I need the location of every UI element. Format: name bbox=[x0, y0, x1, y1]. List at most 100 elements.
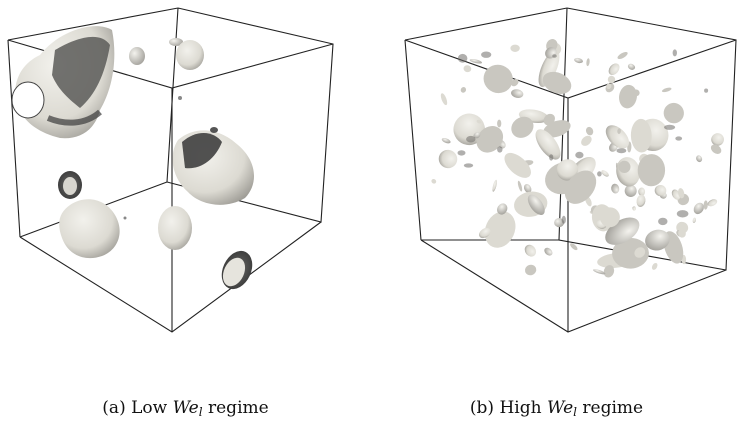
droplet-center-lower bbox=[158, 206, 192, 250]
droplet-cloud bbox=[431, 39, 724, 278]
droplet-render-low bbox=[7, 7, 334, 333]
panel-low-we: (a) Low Wel regime bbox=[7, 7, 334, 419]
droplet-shadow bbox=[676, 210, 689, 218]
droplet-shadow bbox=[497, 146, 503, 153]
droplet-small bbox=[603, 265, 615, 278]
droplet-medium bbox=[663, 102, 684, 124]
droplet-small bbox=[517, 180, 523, 192]
droplet-small bbox=[544, 247, 553, 256]
droplet-medium bbox=[630, 118, 652, 153]
caption-variable: Wel bbox=[546, 398, 577, 419]
droplet-small bbox=[624, 184, 637, 197]
droplet-shadow bbox=[597, 171, 602, 177]
droplet-small bbox=[678, 188, 685, 199]
droplet-small bbox=[523, 184, 532, 193]
droplet-medium bbox=[564, 170, 597, 204]
caption-variable: Wel bbox=[172, 398, 203, 419]
droplet-small bbox=[634, 247, 646, 258]
droplet-small bbox=[607, 75, 616, 84]
droplet-small bbox=[711, 133, 724, 146]
droplet-medium bbox=[612, 237, 649, 269]
droplet-small bbox=[632, 206, 636, 211]
droplet-small bbox=[638, 187, 646, 196]
droplet-small bbox=[129, 47, 145, 65]
caption-suffix: regime bbox=[582, 398, 644, 418]
droplet-small bbox=[592, 269, 606, 275]
droplet-small bbox=[636, 194, 646, 207]
caption-label: (b) bbox=[469, 398, 495, 418]
droplet-medium bbox=[637, 154, 666, 187]
droplet-small bbox=[554, 217, 565, 228]
droplet-medium bbox=[476, 126, 504, 153]
droplet-small bbox=[574, 57, 583, 64]
droplet-small bbox=[511, 78, 519, 87]
droplet-small bbox=[479, 227, 491, 239]
droplet-shadow bbox=[658, 217, 668, 226]
droplet-tiny bbox=[178, 96, 182, 100]
droplet-small bbox=[692, 217, 696, 223]
droplet-medium bbox=[619, 84, 637, 109]
droplet-medium bbox=[176, 40, 204, 70]
caption-suffix: regime bbox=[208, 398, 269, 418]
droplet-small bbox=[440, 93, 448, 106]
droplet-small bbox=[617, 51, 628, 60]
droplet-small bbox=[703, 200, 708, 210]
droplet-small bbox=[693, 202, 704, 215]
droplet-shadow bbox=[549, 154, 554, 161]
droplet-medium bbox=[511, 116, 534, 138]
caption-prefix: Low bbox=[131, 398, 168, 418]
droplet-shadow bbox=[457, 53, 468, 63]
droplet-small bbox=[678, 229, 686, 238]
droplet-shadow bbox=[463, 163, 474, 168]
box-edge bbox=[404, 39, 737, 99]
droplet-small bbox=[601, 170, 609, 177]
box-edge bbox=[19, 221, 322, 333]
droplet-small bbox=[618, 160, 631, 173]
droplet-small bbox=[710, 144, 722, 154]
droplet-render-high bbox=[404, 7, 737, 333]
box-edge bbox=[7, 7, 179, 41]
droplet-shadow bbox=[704, 88, 709, 93]
droplet-small bbox=[441, 138, 451, 144]
box-edge bbox=[404, 7, 568, 41]
droplet-small bbox=[469, 59, 482, 64]
droplet-small bbox=[460, 87, 467, 93]
droplet-shadow bbox=[575, 151, 584, 159]
droplet-small bbox=[510, 44, 520, 53]
droplet-small bbox=[476, 119, 482, 124]
droplet-small bbox=[570, 243, 578, 251]
droplet-small bbox=[661, 87, 672, 93]
droplet-small bbox=[524, 264, 537, 276]
droplet-small bbox=[617, 128, 621, 134]
droplet-small bbox=[627, 63, 636, 70]
panel-high-we: (b) High Wel regime bbox=[371, 0, 742, 432]
droplet-small bbox=[585, 126, 594, 136]
droplet-medium bbox=[542, 71, 572, 94]
droplet-shadow bbox=[552, 54, 557, 58]
droplet-medium bbox=[504, 152, 531, 178]
droplet-medium bbox=[483, 64, 513, 94]
droplet-shadow bbox=[561, 215, 566, 224]
droplet-small bbox=[463, 65, 472, 73]
droplet-small bbox=[581, 135, 592, 146]
droplet-shadow bbox=[457, 150, 466, 156]
droplet-small bbox=[431, 178, 437, 184]
droplet-shadow bbox=[672, 49, 677, 57]
droplet-small bbox=[608, 63, 620, 76]
droplet-small bbox=[524, 244, 537, 257]
droplet-medium bbox=[605, 125, 630, 149]
box-edge bbox=[404, 39, 422, 241]
droplet-small bbox=[654, 184, 667, 197]
droplet-small bbox=[543, 113, 555, 126]
droplet-small bbox=[473, 132, 481, 139]
droplet-small bbox=[492, 179, 497, 192]
droplet-shadow bbox=[664, 124, 676, 130]
droplet-small bbox=[169, 38, 183, 46]
droplet-small bbox=[676, 250, 683, 259]
droplet-small bbox=[696, 155, 703, 163]
droplet-small bbox=[586, 58, 590, 67]
droplet-bottom-right bbox=[221, 250, 253, 290]
droplet-shadow bbox=[616, 148, 627, 154]
droplet-small bbox=[497, 203, 508, 215]
droplet-small bbox=[606, 83, 612, 89]
